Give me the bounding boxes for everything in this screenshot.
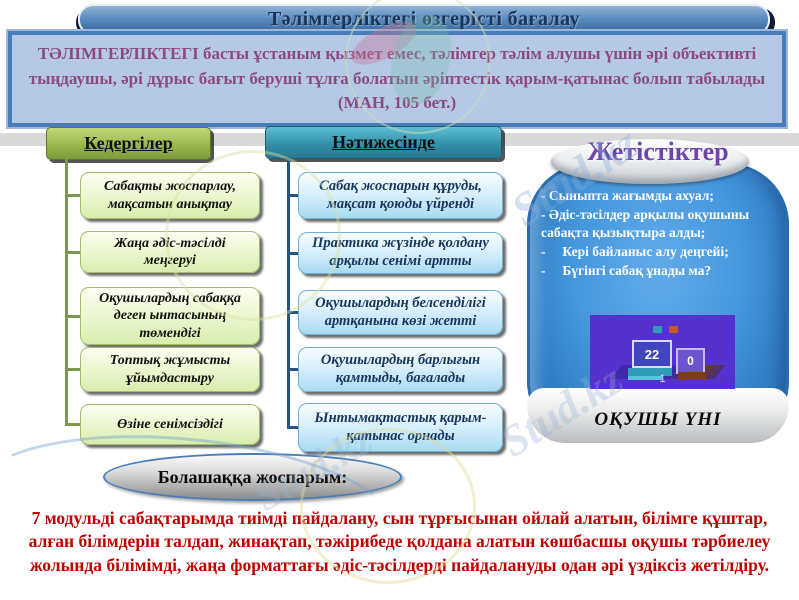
results-stub <box>287 194 298 197</box>
barriers-stub <box>65 423 80 426</box>
result-item: Ынтымақтастық қарым-қатынас орнады <box>298 403 503 452</box>
barrier-item: Оқушылардың сабаққа деген ынтасының төме… <box>80 287 260 345</box>
results-stub <box>287 368 298 371</box>
result-item: Практика жүзінде қолдану арқылы сенімі а… <box>298 232 503 274</box>
barriers-header-label: Кедергілер <box>84 133 173 153</box>
barriers-header: Кедергілер <box>46 127 211 160</box>
results-header-label: Нәтижесінде <box>332 132 435 152</box>
results-stub <box>287 311 298 314</box>
future-plan-text: 7 модульді сабақтарымда тиімді пайдалану… <box>28 508 771 575</box>
results-stub <box>287 252 298 255</box>
achievements-header: Жетістіктер <box>587 137 729 166</box>
achievements-caption-area: ОҚУШЫ ҮНІ <box>527 388 789 443</box>
achievement-item: - Бүгінгі сабақ ұнады ма? <box>541 263 712 279</box>
poll-count-a: 22 <box>632 340 672 368</box>
intro-statement-box: ТӘЛІМГЕРЛІКТЕГІ басты ұстаным қызмет еме… <box>8 31 786 127</box>
achievements-caption: ОҚУШЫ ҮНІ <box>594 409 722 430</box>
achievement-item: - Кері байланыс алу деңгейі; <box>541 243 729 259</box>
legend-teal-icon <box>653 326 662 333</box>
result-item: Сабақ жоспарын құруды, мақсат қоюды үйре… <box>298 172 503 219</box>
result-item: Оқушылардың белсенділігі артқанына көзі … <box>298 290 503 335</box>
barrier-item: Сабақты жоспарлау, мақсатын анықтау <box>80 172 260 219</box>
future-plan-ellipse: Болашаққа жоспарым: <box>103 453 402 501</box>
poll-screenshot: 22 0 1 <box>590 315 735 389</box>
results-header: Нәтижесінде <box>265 126 502 159</box>
achievement-item: - Әдіс-тәсілдер арқылы оқушыны сабақта қ… <box>541 207 753 240</box>
barriers-stub <box>65 194 80 197</box>
achievements-list: - Сыныпта жағымды ахуал; - Әдіс-тәсілдер… <box>541 187 781 281</box>
poll-bar-teal <box>628 368 672 376</box>
achievement-item: - Сыныпта жағымды ахуал; <box>541 188 714 203</box>
achievements-lid <box>551 139 749 184</box>
future-plan-label: Болашаққа жоспарым: <box>157 466 348 487</box>
barrier-item: Жаңа әдіс-тәсілді меңгеруі <box>80 231 260 273</box>
poll-slide-number: 1 <box>659 373 666 385</box>
barriers-connector-line <box>65 158 68 424</box>
legend-orange-icon <box>669 326 678 333</box>
barriers-stub <box>65 368 80 371</box>
slide-title: Тәлімгерліктегі өзгерісті бағалау <box>268 8 580 30</box>
results-connector-line <box>287 157 290 427</box>
results-stub <box>287 426 298 429</box>
poll-bar-brown <box>678 372 706 380</box>
barrier-item: Топтық жұмысты ұйымдастыру <box>80 347 260 392</box>
poll-count-b: 0 <box>676 348 705 374</box>
barriers-stub <box>65 251 80 254</box>
intro-statement-text: ТӘЛІМГЕРЛІКТЕГІ басты ұстаным қызмет еме… <box>28 44 766 113</box>
barriers-stub <box>65 315 80 318</box>
barrier-item: Өзіне сенімсіздігі <box>80 404 260 445</box>
poll-bar-teal-light <box>628 376 662 380</box>
result-item: Оқушылардың барлығын қамтыды, бағалады <box>298 347 503 392</box>
